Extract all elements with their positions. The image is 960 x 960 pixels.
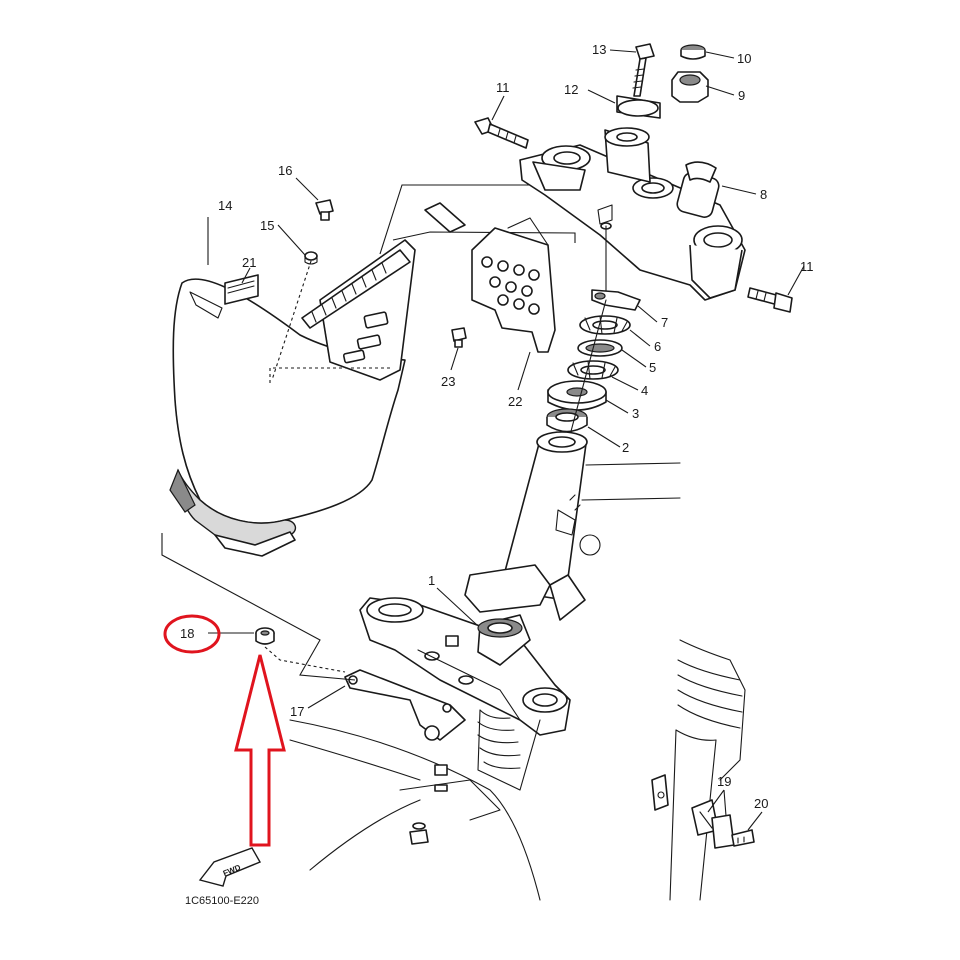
part-label-20: 20 — [754, 796, 768, 811]
lock-washer-7 — [591, 289, 641, 311]
holder-12 — [604, 95, 661, 183]
fwd-arrow-icon: FWD — [198, 847, 262, 887]
part-label-14: 14 — [218, 198, 232, 213]
front-fender — [289, 719, 541, 901]
part-labels: 1 2 3 4 5 6 7 8 9 10 11 11 12 13 14 15 1… — [180, 42, 814, 811]
clamp-19 — [691, 799, 735, 849]
part-label-21: 21 — [242, 255, 256, 270]
part-label-12: 12 — [564, 82, 578, 97]
part-label-5: 5 — [649, 360, 656, 375]
part-label-7: 7 — [661, 315, 668, 330]
part-label-19: 19 — [717, 774, 731, 789]
headlight-cover — [169, 239, 416, 557]
bolt-16 — [315, 199, 334, 221]
part-label-1: 1 — [428, 573, 435, 588]
part-label-8: 8 — [760, 187, 767, 202]
diagram-code: 1C65100-E220 — [185, 895, 259, 907]
bearing-cover-3 — [547, 380, 607, 411]
highlight-arrow — [234, 654, 286, 847]
part-label-22: 22 — [508, 394, 522, 409]
bracket-17 — [344, 669, 466, 741]
part-label-4: 4 — [641, 383, 648, 398]
part-label-15: 15 — [260, 218, 274, 233]
fork-boot — [477, 709, 541, 791]
highlight-circle — [163, 614, 221, 654]
fork-right — [651, 639, 746, 901]
part-label-13: 13 — [592, 42, 606, 57]
bolt-23 — [451, 327, 467, 348]
part-label-6: 6 — [654, 339, 661, 354]
part-label-11-upper: 11 — [496, 80, 510, 95]
bearing-2 — [546, 408, 588, 433]
lower-bracket — [359, 597, 571, 736]
ring-nut-6 — [579, 315, 631, 335]
bolt-11-upper — [474, 117, 529, 149]
part-label-10: 10 — [737, 51, 751, 66]
bolt-13 — [632, 43, 655, 97]
bolt-20 — [731, 829, 755, 847]
washer-5 — [577, 339, 623, 357]
nut-9 — [671, 71, 709, 103]
leader-lines — [207, 49, 805, 831]
part-label-17: 17 — [290, 704, 304, 719]
collar-15 — [304, 251, 318, 265]
headlight-stay-22 — [424, 202, 556, 353]
ring-nut-4 — [567, 360, 619, 380]
part-label-11-right: 11 — [800, 259, 814, 274]
upper-bracket-8 — [519, 144, 746, 301]
part-label-23: 23 — [441, 374, 455, 389]
part-label-9: 9 — [738, 88, 745, 103]
highlight-annotation — [163, 614, 286, 847]
cap-10 — [680, 44, 706, 60]
part-label-2: 2 — [622, 440, 629, 455]
part-label-16: 16 — [278, 163, 292, 178]
part-label-18: 18 — [180, 626, 194, 641]
steering-stem — [464, 431, 681, 621]
collar-18 — [255, 627, 275, 645]
part-label-3: 3 — [632, 406, 639, 421]
bolt-11-right — [747, 287, 793, 313]
